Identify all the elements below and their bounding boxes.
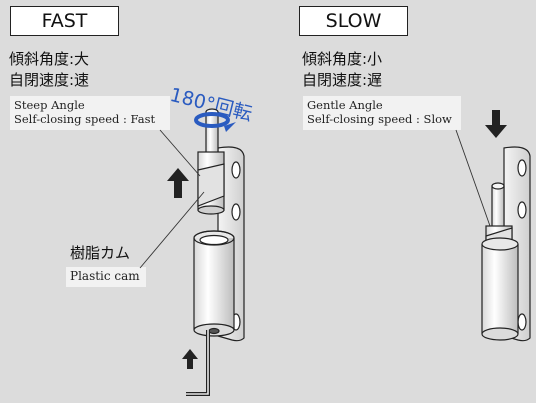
slow-hinge	[481, 146, 531, 342]
slow-en-label: Gentle Angle Self-closing speed : Slow	[303, 96, 461, 130]
fast-hinge	[193, 108, 245, 342]
fast-en-label: Steep Angle Self-closing speed : Fast	[10, 96, 170, 130]
up-arrow-icon	[167, 168, 189, 198]
fast-title-box: FAST	[10, 6, 119, 36]
slow-speed-en: Self-closing speed : Slow	[307, 112, 452, 126]
fast-speed-jp: 自閉速度:速	[9, 71, 90, 89]
slow-angle-en: Gentle Angle	[307, 98, 383, 112]
cam-label-en: Plastic cam	[66, 267, 146, 287]
slow-title-box: SLOW	[299, 6, 408, 36]
leader-lines	[139, 129, 491, 269]
slow-speed-jp: 自閉速度:遅	[302, 71, 383, 89]
fast-angle-en: Steep Angle	[14, 98, 85, 112]
cam-label-jp: 樹脂カム	[70, 244, 131, 262]
fast-speed-en: Self-closing speed : Fast	[14, 112, 156, 126]
fast-title: FAST	[41, 10, 88, 32]
up-arrow-icon	[182, 349, 198, 369]
down-arrow-icon	[485, 110, 507, 138]
rotation-arrow-icon	[194, 112, 236, 132]
hex-key-icon	[186, 330, 210, 396]
fast-angle-jp: 傾斜角度:大	[9, 50, 90, 68]
slow-angle-jp: 傾斜角度:小	[302, 50, 383, 68]
slow-title: SLOW	[325, 10, 382, 32]
